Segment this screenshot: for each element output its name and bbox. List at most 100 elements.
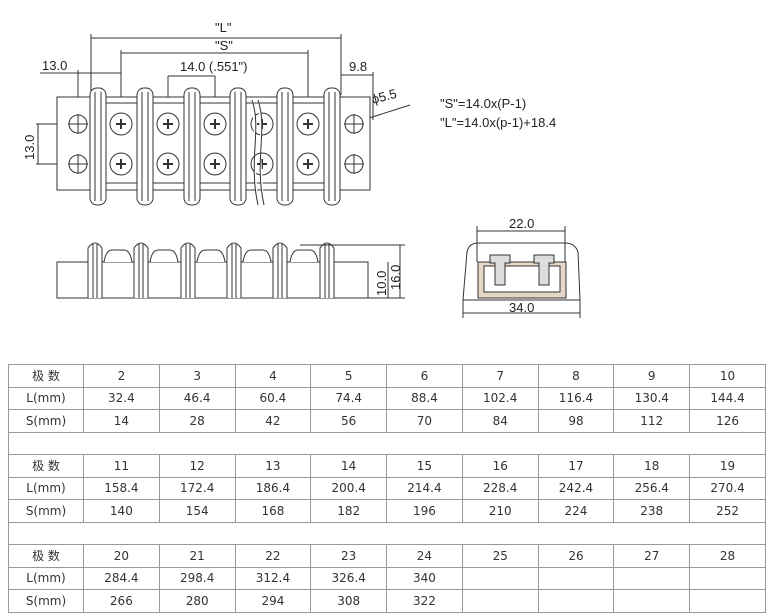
table-cell: 294 <box>234 589 312 613</box>
table-cell: 42 <box>234 409 312 433</box>
table-cell: 172.4 <box>158 476 236 500</box>
table-cell: 102.4 <box>461 386 539 410</box>
table-cell: 6 <box>386 364 463 388</box>
dim-total-height: 16.0 <box>388 265 403 290</box>
barrier-rib <box>276 87 294 206</box>
table-cell: 322 <box>386 589 463 613</box>
dim-right-edge: 9.8 <box>349 59 367 74</box>
screw-icon <box>296 152 320 176</box>
table-cell: 284.4 <box>83 566 160 590</box>
table-cell: 312.4 <box>234 566 312 590</box>
dim-body-height: 10.0 <box>374 271 389 296</box>
table-cell: 28 <box>158 409 236 433</box>
terminal-block-end-view <box>462 226 581 318</box>
screw-icon <box>156 152 180 176</box>
table-cell: 15 <box>386 454 463 478</box>
table-cell <box>689 589 766 613</box>
table-cell: 256.4 <box>613 476 691 500</box>
table-cell: 280 <box>158 589 236 613</box>
dim-L: "L" <box>215 20 232 35</box>
terminal-block-top-view <box>56 87 371 206</box>
table-cell: 13 <box>234 454 312 478</box>
table-cell: 158.4 <box>83 476 160 500</box>
row-label: L(mm) <box>8 566 84 590</box>
table-cell: 98 <box>537 409 615 433</box>
table-cell: 84 <box>461 409 539 433</box>
table-cell: 5 <box>310 364 388 388</box>
table-cell: 214.4 <box>386 476 463 500</box>
table-cell: 18 <box>613 454 691 478</box>
table-cell: 210 <box>461 499 539 523</box>
barrier-rib <box>183 87 201 206</box>
table-cell <box>537 566 615 590</box>
table-cell: 266 <box>83 589 160 613</box>
dimension-lines <box>36 34 411 165</box>
table-cell <box>613 589 691 613</box>
table-cell: 60.4 <box>234 386 312 410</box>
table-cell: 2 <box>83 364 160 388</box>
row-label: L(mm) <box>8 476 84 500</box>
table-cell: 17 <box>537 454 615 478</box>
table-cell: 7 <box>461 364 539 388</box>
screw-icon <box>203 152 227 176</box>
row-label: 极 数 <box>8 364 84 388</box>
dim-hole-diameter: ϕ5.5 <box>370 86 398 107</box>
table-cell: 252 <box>689 499 766 523</box>
table-cell: 4 <box>234 364 312 388</box>
barrier-rib <box>323 87 341 206</box>
table-cell: 20 <box>83 544 160 568</box>
table-cell: 88.4 <box>386 386 463 410</box>
spacer-row <box>8 431 766 455</box>
barrier-rib <box>133 242 149 298</box>
table-cell: 130.4 <box>613 386 691 410</box>
barrier-rib <box>319 242 335 298</box>
row-label: 极 数 <box>8 544 84 568</box>
table-cell: 56 <box>310 409 388 433</box>
table-cell: 10 <box>689 364 766 388</box>
dim-screw-span: 22.0 <box>509 216 534 231</box>
table-cell: 116.4 <box>537 386 615 410</box>
formula-L: "L"=14.0x(p-1)+18.4 <box>440 115 557 130</box>
table-cell: 238 <box>613 499 691 523</box>
mounting-holes <box>68 114 364 174</box>
terminal-block-side-view <box>56 242 405 299</box>
table-cell: 19 <box>689 454 766 478</box>
table-cell: 196 <box>386 499 463 523</box>
table-cell: 14 <box>310 454 388 478</box>
barrier-rib <box>180 242 196 298</box>
table-cell: 112 <box>613 409 691 433</box>
barrier-rib <box>226 242 242 298</box>
barriers <box>89 87 341 206</box>
barrier-rib <box>229 87 247 206</box>
barrier-rib <box>87 242 103 298</box>
row-label: S(mm) <box>8 589 84 613</box>
table-cell <box>537 589 615 613</box>
table-cell: 23 <box>310 544 388 568</box>
screws <box>109 112 320 176</box>
table-cell: 22 <box>234 544 312 568</box>
table-cell: 168 <box>234 499 312 523</box>
dim-row-spacing: 13.0 <box>22 135 37 160</box>
table-cell: 11 <box>83 454 160 478</box>
table-cell: 140 <box>83 499 160 523</box>
table-cell: 27 <box>613 544 691 568</box>
table-cell: 126 <box>689 409 766 433</box>
dim-S: "S" <box>215 38 233 53</box>
row-label: S(mm) <box>8 499 84 523</box>
table-cell: 144.4 <box>689 386 766 410</box>
table-cell: 3 <box>158 364 236 388</box>
formula-S: "S"=14.0x(P-1) <box>440 96 527 111</box>
table-cell: 26 <box>537 544 615 568</box>
barrier-rib <box>136 87 154 206</box>
dim-edge-pitch: 13.0 <box>42 58 67 73</box>
table-cell: 326.4 <box>310 566 388 590</box>
row-label: L(mm) <box>8 386 84 410</box>
table-cell: 74.4 <box>310 386 388 410</box>
table-cell: 308 <box>310 589 388 613</box>
